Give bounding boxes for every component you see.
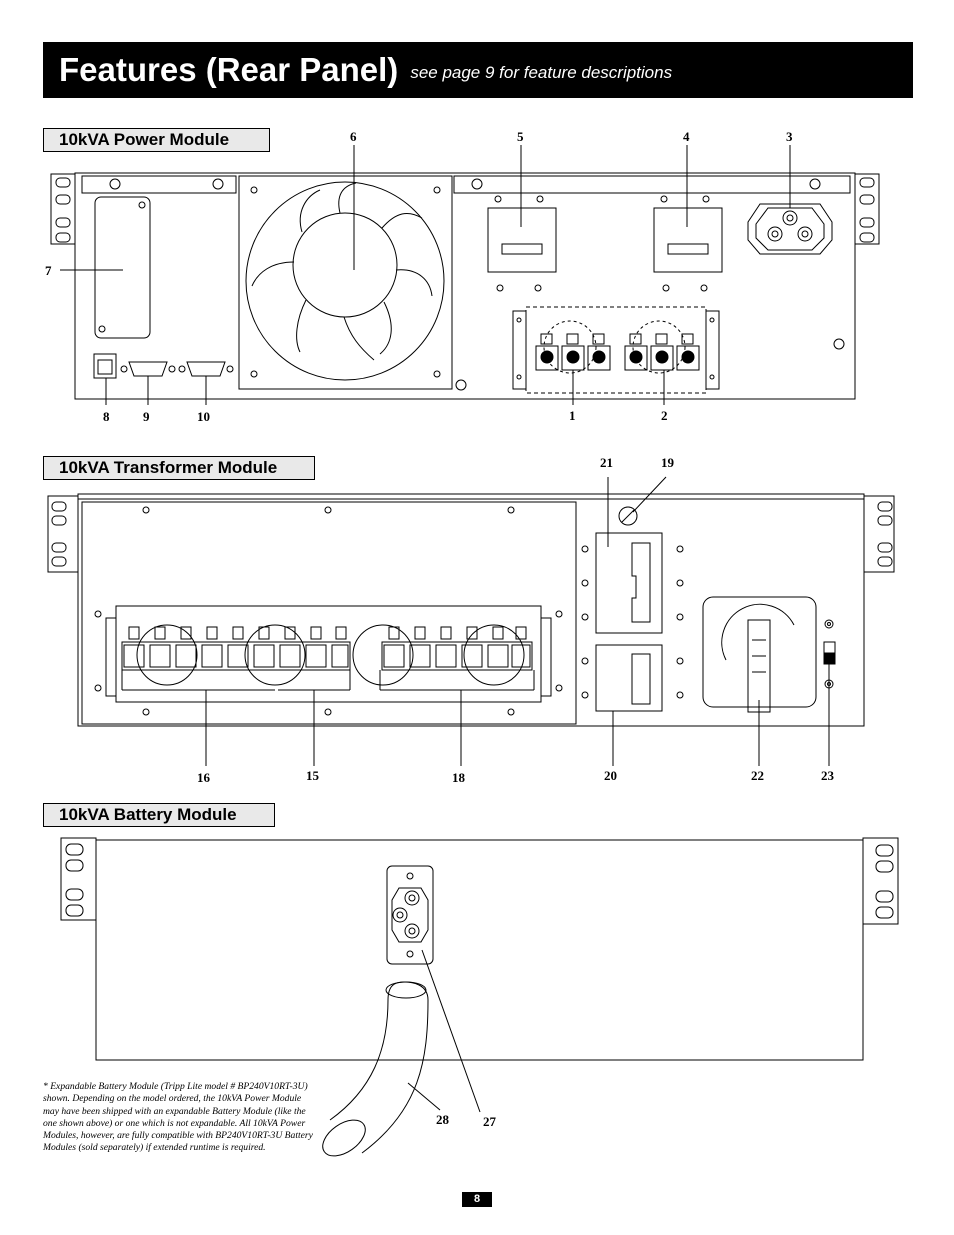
- transformer-module-drawing: 21 19 16 15 18 20 22 23: [47, 455, 895, 785]
- ground-screw-19: [618, 506, 638, 526]
- battery-cable: [361, 981, 429, 1154]
- terminal-block-panel: [115, 605, 542, 703]
- bypass-switch-plate: [702, 596, 817, 708]
- page-title: Features (Rear Panel): [59, 51, 399, 88]
- callout-20: 20: [604, 768, 617, 783]
- breaker-5: [487, 207, 557, 273]
- page-number: 8: [462, 1192, 492, 1207]
- transformer-chassis: [77, 493, 865, 727]
- callout-6: 6: [350, 129, 357, 144]
- transformer-module-label: 10kVA Transformer Module: [43, 456, 315, 480]
- callout-10: 10: [197, 409, 210, 424]
- battery-module-label: 10kVA Battery Module: [43, 803, 275, 827]
- breaker-4: [653, 207, 723, 273]
- battery-connector: [386, 865, 434, 965]
- callout-23: 23: [821, 768, 835, 783]
- rj-port: [93, 353, 117, 379]
- callout-4: 4: [683, 129, 690, 144]
- battery-module-drawing: 28 27: [60, 837, 899, 1157]
- callout-7: 7: [45, 263, 52, 278]
- callout-15: 15: [306, 768, 320, 783]
- callout-3: 3: [786, 129, 793, 144]
- battery-footnote: * Expandable Battery Module (Tripp Lite …: [43, 1081, 313, 1154]
- bypass-switch-handle: [747, 619, 771, 713]
- callout-21: 21: [600, 455, 613, 470]
- breaker-20: [595, 644, 663, 712]
- db9-port-1: [128, 361, 168, 377]
- page-subtitle: see page 9 for feature descriptions: [410, 63, 673, 82]
- terminal-strip-18: [379, 626, 535, 691]
- terminal-area: [525, 306, 707, 394]
- output-terminals-1: [535, 333, 611, 371]
- callout-18: 18: [452, 770, 466, 785]
- callout-5: 5: [517, 129, 524, 144]
- cover-plate: [94, 196, 151, 339]
- cooling-fan: [238, 175, 453, 390]
- page-header: Features (Rear Panel) see page 9 for fea…: [43, 42, 913, 98]
- breaker-21: [595, 532, 663, 634]
- callout-1: 1: [569, 408, 576, 423]
- power-module-drawing: 6 5 4 3 7 8 9 10 1 2: [45, 129, 880, 424]
- input-connector: [747, 203, 833, 255]
- callout-27: 27: [483, 1114, 497, 1129]
- power-module-label: 10kVA Power Module: [43, 128, 270, 152]
- terminal-strip-16-15: [121, 626, 351, 691]
- callout-19: 19: [661, 455, 675, 470]
- callout-22: 22: [751, 768, 764, 783]
- battery-chassis: [95, 839, 864, 1061]
- power-chassis: [74, 172, 856, 400]
- db9-port-2: [186, 361, 226, 377]
- callout-8: 8: [103, 409, 110, 424]
- callout-28: 28: [436, 1112, 450, 1127]
- callout-2: 2: [661, 408, 668, 423]
- callout-16: 16: [197, 770, 211, 785]
- callout-9: 9: [143, 409, 150, 424]
- output-terminals-2: [624, 333, 700, 371]
